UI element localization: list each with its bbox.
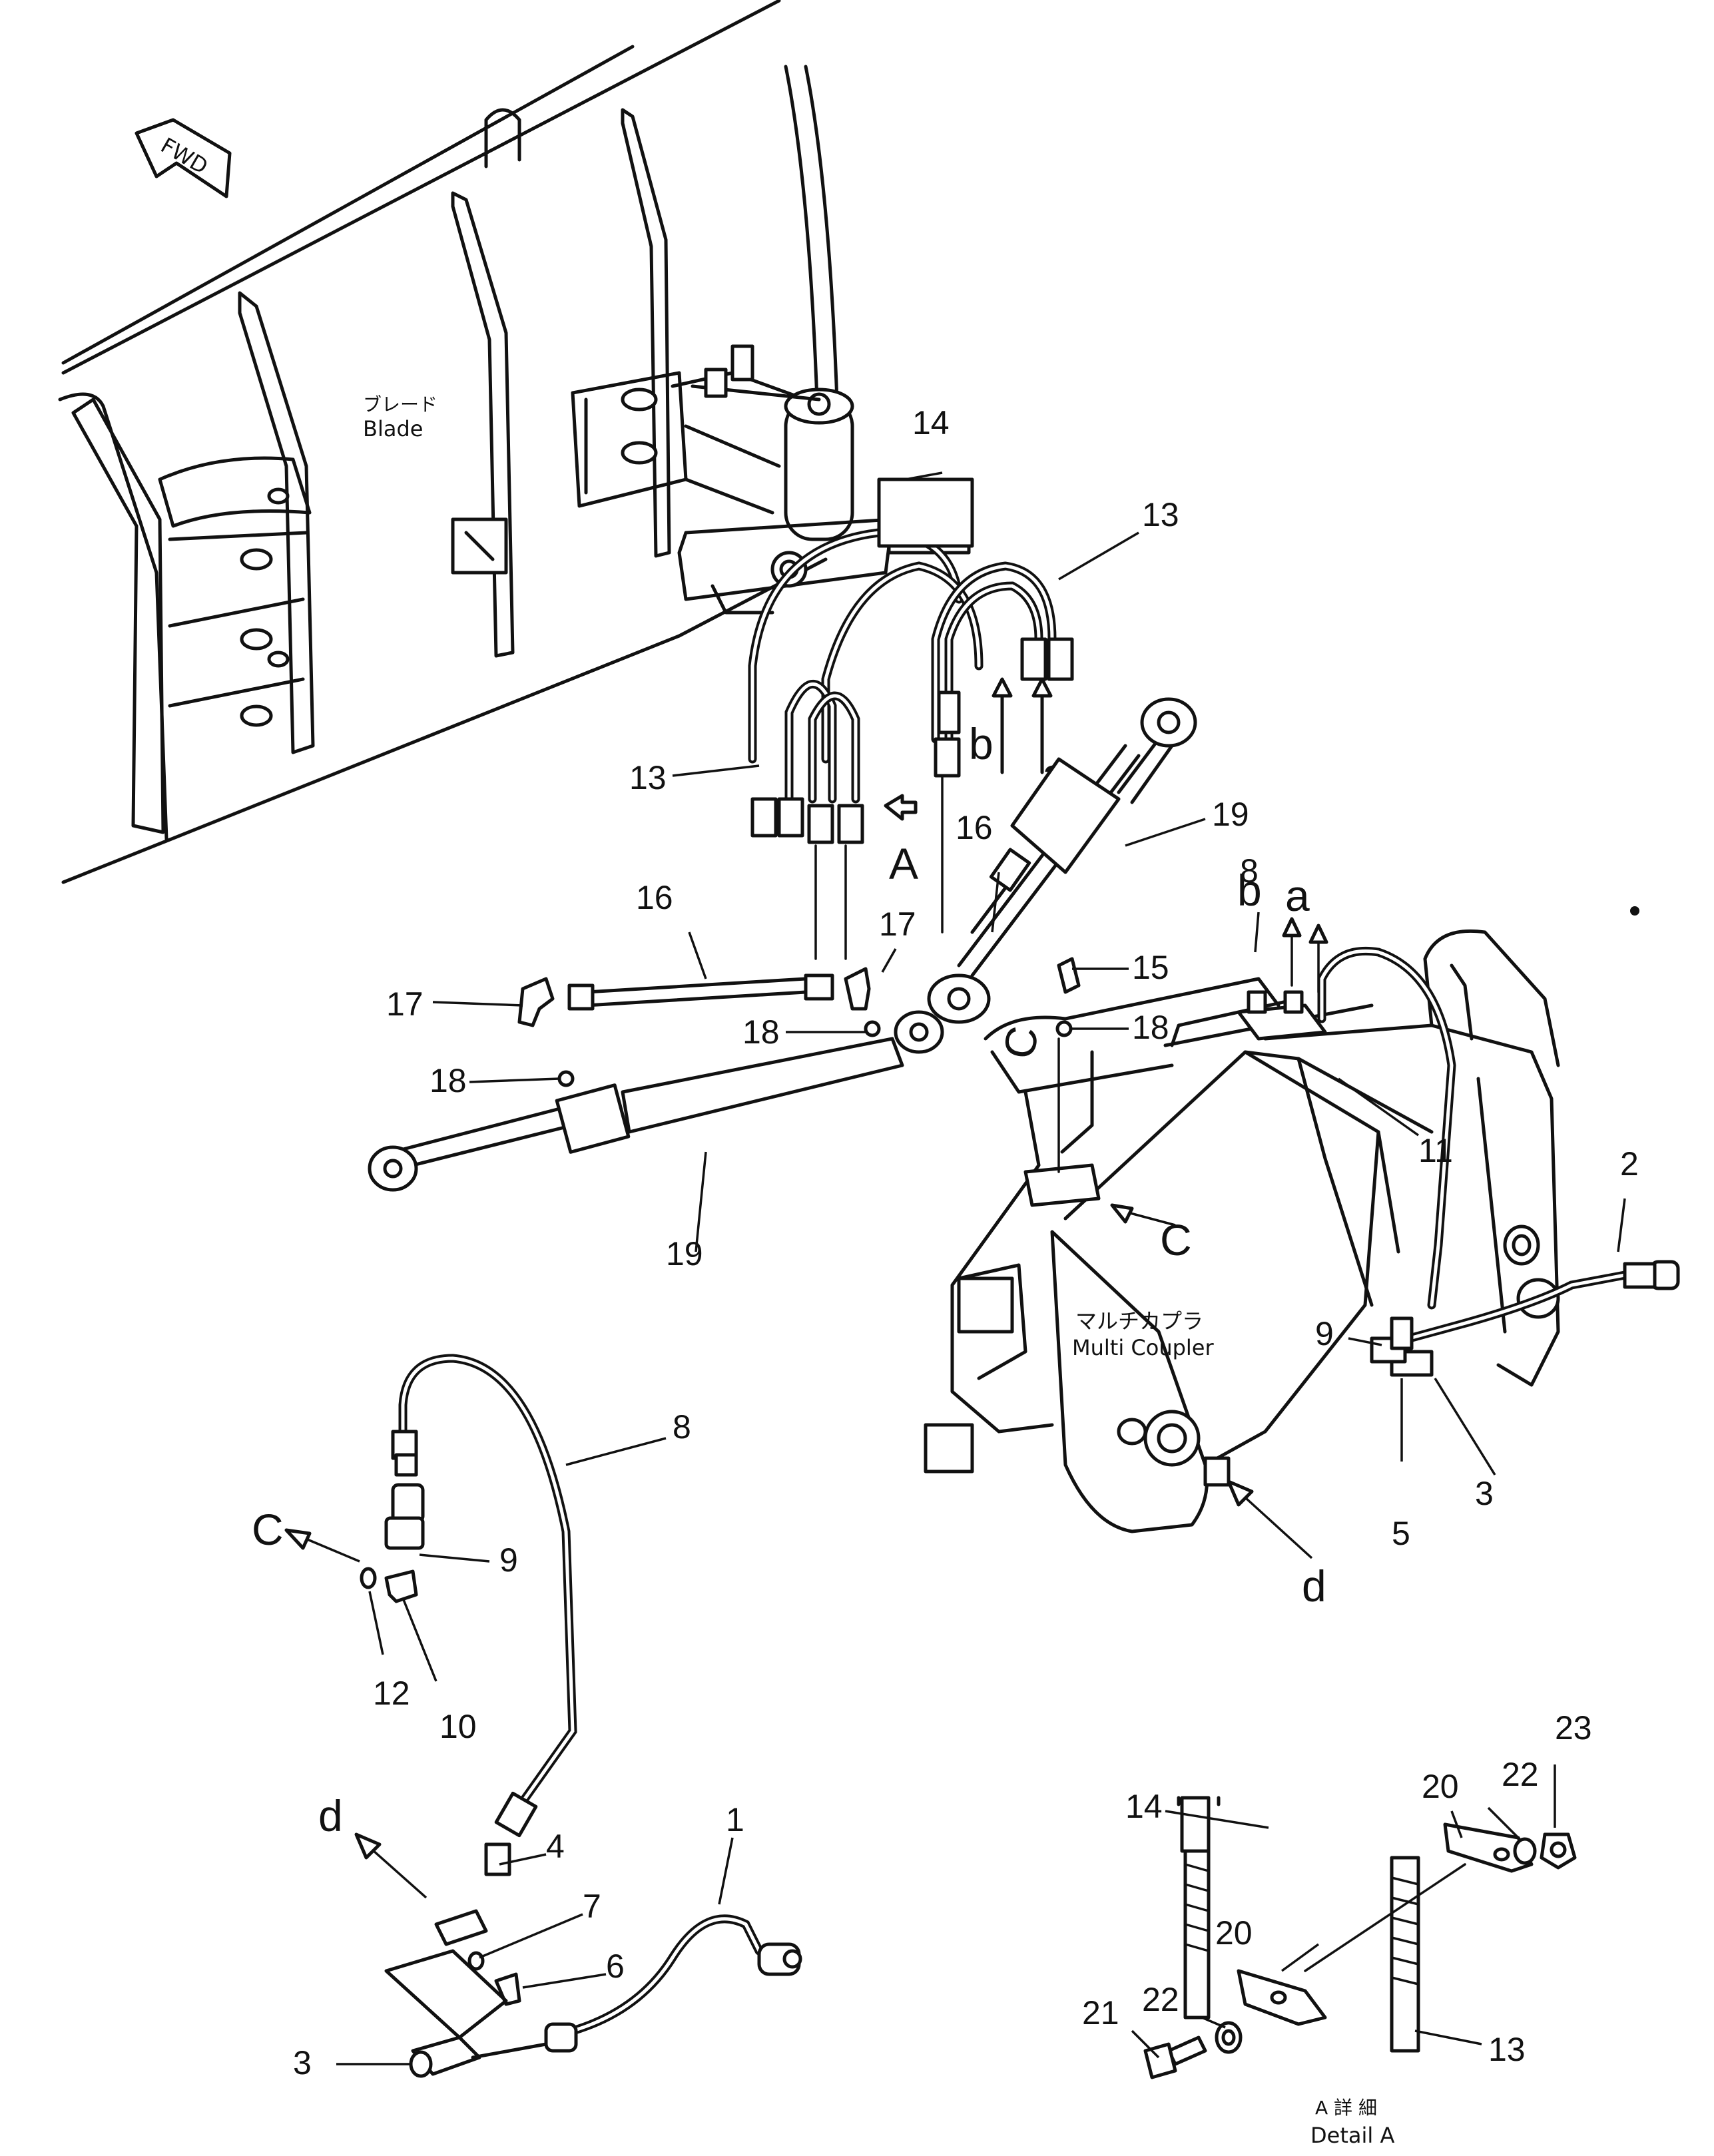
callout-22-right: 22	[1502, 1756, 1539, 1793]
callout-4: 4	[546, 1828, 565, 1865]
port-c-label-lower: C	[252, 1505, 284, 1554]
callout-16-left: 16	[636, 879, 673, 916]
callout-9-lower: 9	[499, 1541, 518, 1579]
callout-13-detail: 13	[1488, 2031, 1526, 2068]
hose-bundle	[748, 477, 1074, 844]
callout-15: 15	[1132, 949, 1169, 986]
lower-left-hose-assembly	[360, 1354, 802, 2078]
callout-17-left: 17	[386, 985, 424, 1023]
c-arrow-head	[1110, 1203, 1134, 1224]
callout-8-top: 8	[1240, 852, 1259, 890]
part-callout-numbers: 14 13 13 19 16 16 17 17 18 18 15 18 19 8…	[293, 404, 1639, 2081]
arrow-head-b-coupler	[1282, 917, 1302, 938]
d-arrow-head-lower	[354, 1832, 382, 1860]
d-arrow-head	[1227, 1480, 1254, 1507]
callout-19-bottom: 19	[666, 1235, 703, 1272]
callout-3-coupler: 3	[1475, 1475, 1494, 1512]
port-b-label-top: b	[969, 719, 994, 768]
arrow-head-a-coupler	[1308, 924, 1328, 944]
callout-18-mid: 18	[742, 1013, 780, 1051]
cylinder-upper-right	[927, 697, 1197, 1024]
stray-dot	[1630, 906, 1639, 916]
d-arrow-line	[1237, 1490, 1313, 1559]
blade-label-jp: ブレード	[363, 394, 437, 415]
callout-6: 6	[606, 1948, 625, 1985]
callout-18-right: 18	[1132, 1009, 1169, 1046]
c-arrow-line	[1125, 1211, 1176, 1226]
d-arrow-line-lower	[365, 1843, 428, 1899]
hose-16-parts	[567, 848, 1031, 1011]
callout-14-top: 14	[912, 404, 950, 441]
coupler-label-jp: マルチカプラ	[1075, 1308, 1203, 1334]
port-b-label-coupler: b	[1237, 866, 1262, 915]
multi-coupler-assembly	[924, 929, 1680, 1533]
callout-10: 10	[439, 1708, 477, 1745]
callout-13-left: 13	[629, 759, 667, 796]
callout-20-right: 20	[1422, 1768, 1459, 1805]
callout-9-coupler: 9	[1315, 1315, 1334, 1352]
port-d-label-lower: d	[318, 1791, 343, 1840]
port-arrows-top	[992, 677, 1053, 774]
detail-caption-en: Detail A	[1310, 2123, 1394, 2148]
port-d-label-coupler: d	[1302, 1561, 1326, 1611]
callout-13-top: 13	[1142, 496, 1179, 533]
blade-label-en: Blade	[363, 416, 423, 441]
detail-view-mark: A	[889, 839, 918, 888]
callout-5: 5	[1392, 1515, 1410, 1552]
callout-11: 11	[1418, 1132, 1453, 1169]
callout-16-right: 16	[956, 809, 993, 846]
callout-14-detail: 14	[1125, 1788, 1163, 1825]
port-c-label-rotated: C	[994, 1023, 1047, 1063]
callout-leaders	[336, 471, 1626, 2065]
callout-23: 23	[1555, 1709, 1592, 1747]
callout-8-bottom: 8	[673, 1408, 691, 1446]
callout-1: 1	[726, 1801, 744, 1838]
forward-direction-badge: FWD	[135, 118, 232, 198]
callout-7: 7	[583, 1888, 601, 1925]
callout-22-left: 22	[1142, 1981, 1179, 2018]
cylinder-lower-left	[368, 1010, 944, 1192]
callout-2: 2	[1620, 1145, 1639, 1183]
c-arrow-head-lower	[284, 1528, 312, 1550]
callout-17-right: 17	[879, 906, 916, 943]
fittings-small	[517, 957, 1081, 1087]
callout-19-top: 19	[1212, 796, 1249, 833]
callout-18-left: 18	[429, 1062, 467, 1099]
callout-12: 12	[373, 1675, 410, 1712]
callout-20-left: 20	[1215, 1914, 1253, 1952]
callout-21: 21	[1082, 1994, 1119, 2031]
detail-caption-jp: A 詳 細	[1315, 2097, 1377, 2119]
coupler-label-en: Multi Coupler	[1072, 1335, 1214, 1360]
port-a-label-coupler: a	[1285, 871, 1310, 920]
callout-3-lower: 3	[293, 2044, 312, 2081]
